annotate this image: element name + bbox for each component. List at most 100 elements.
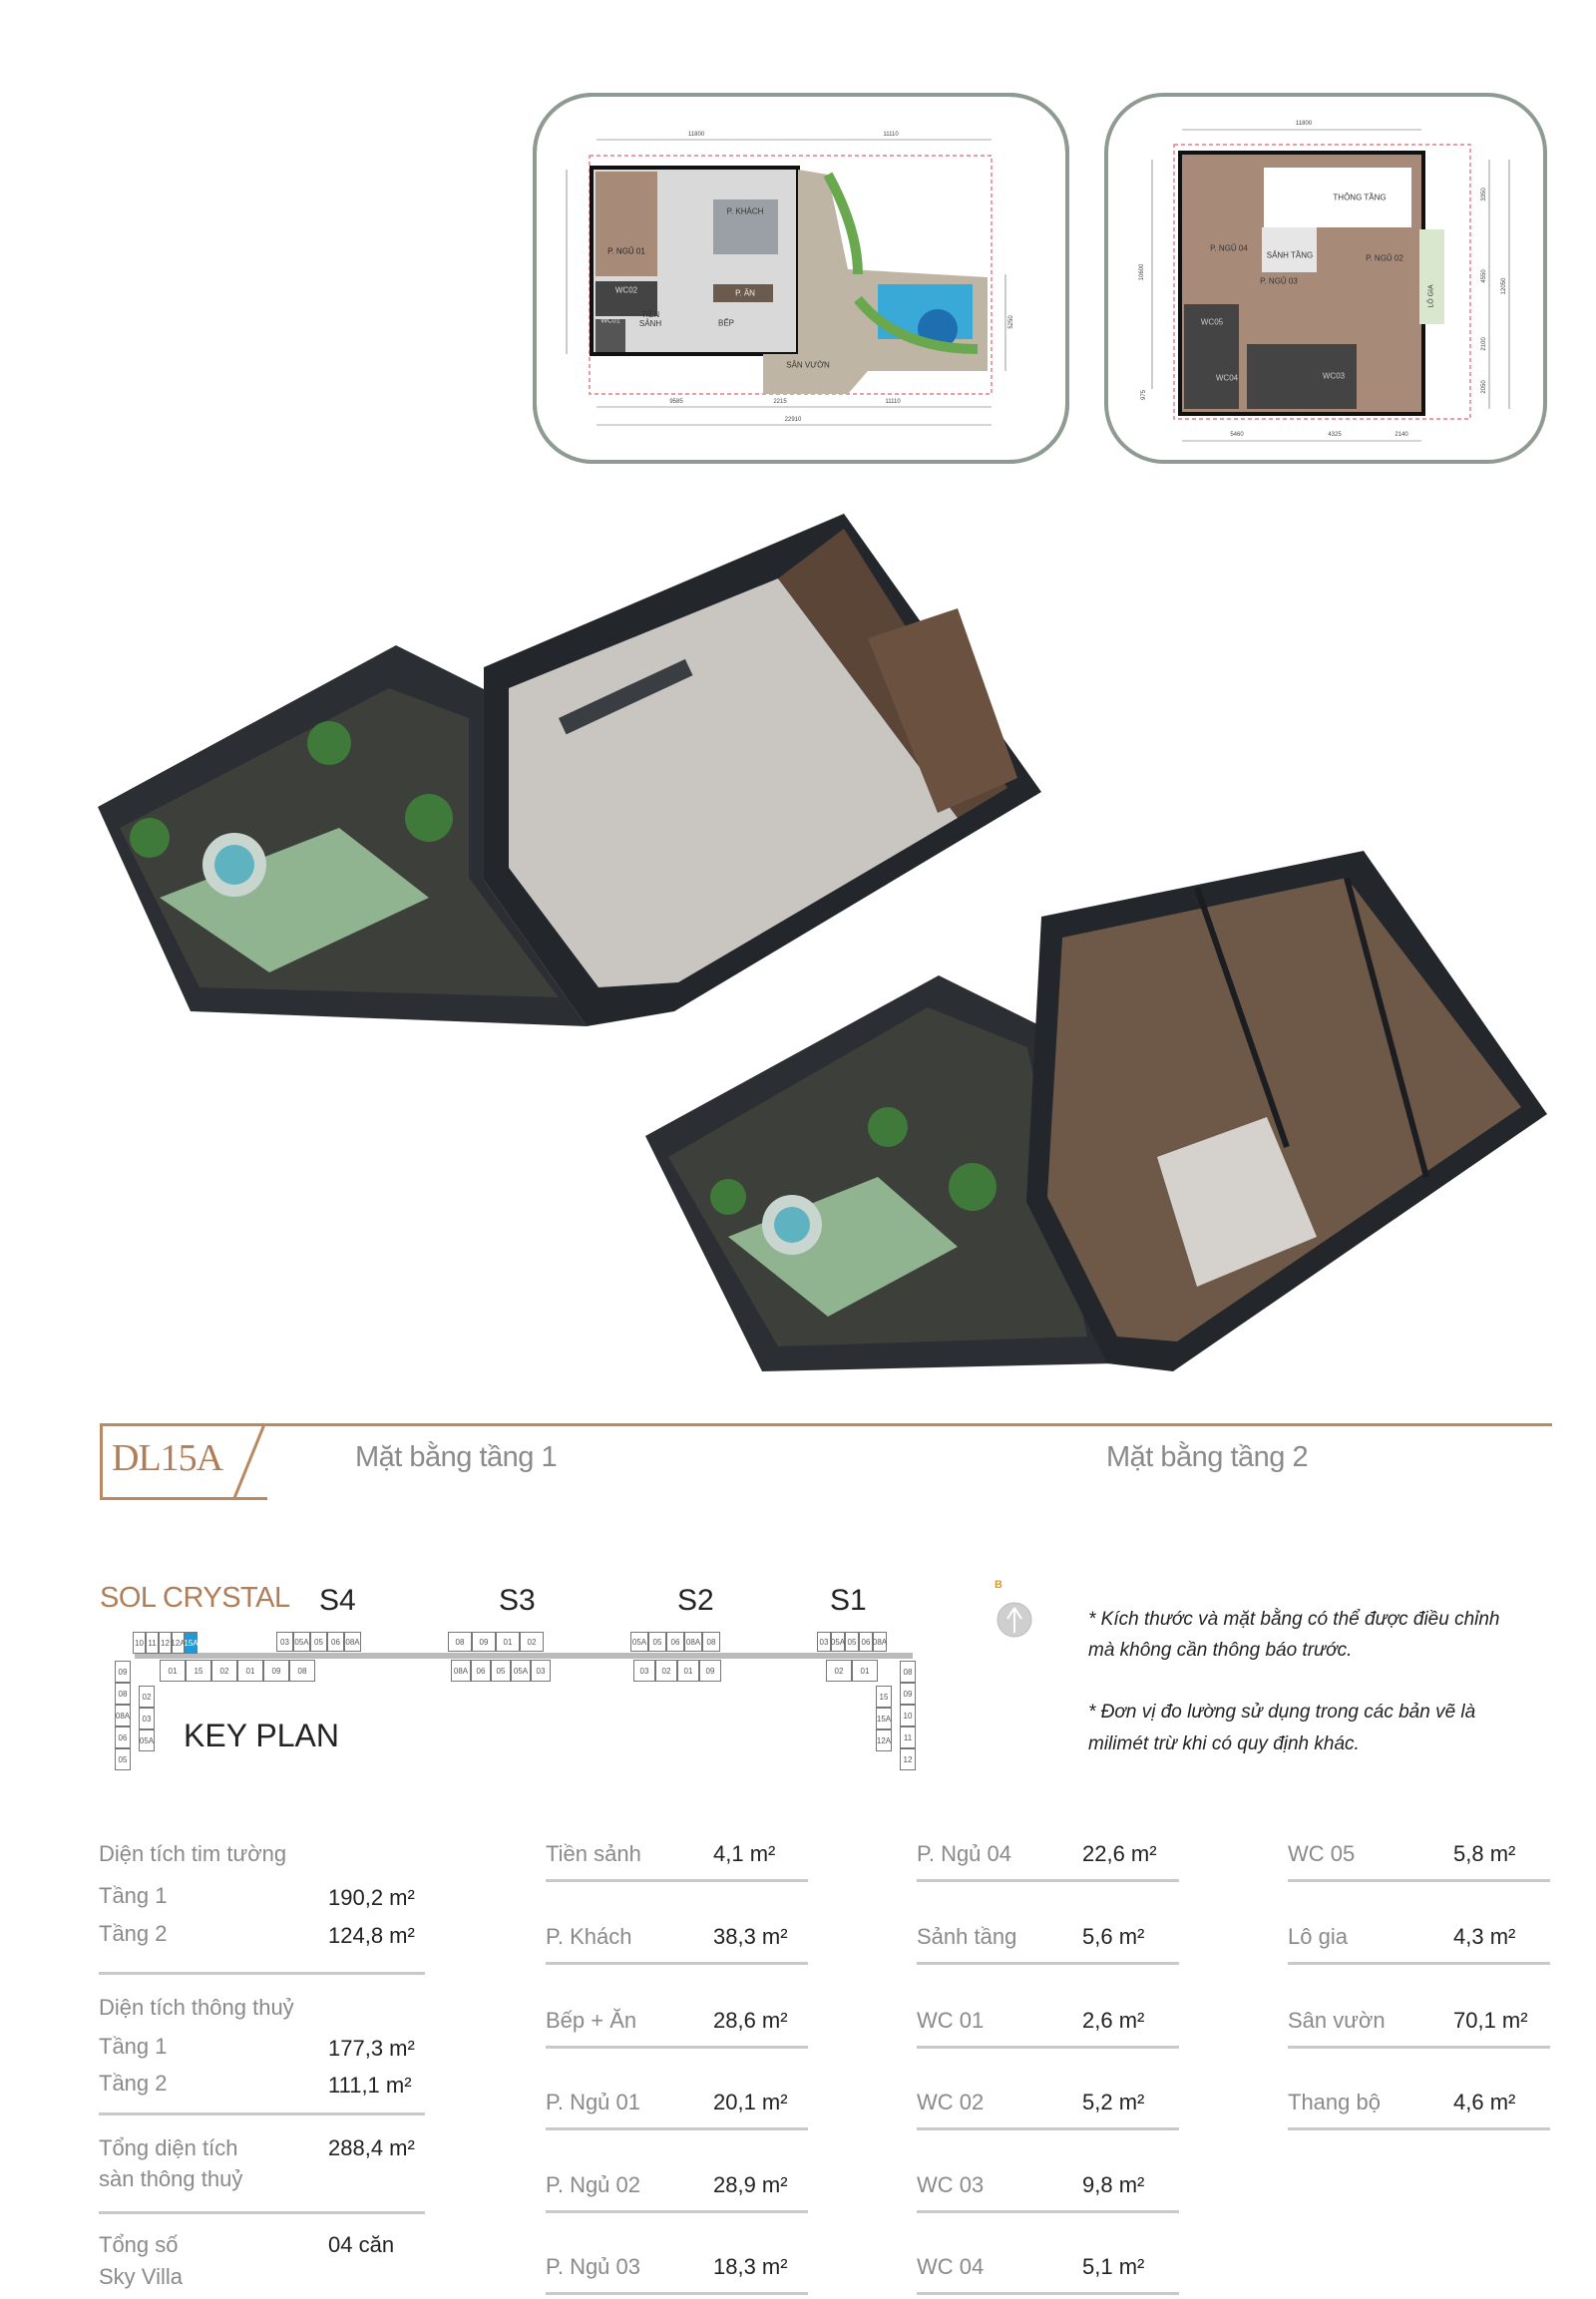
room-area-value: 20,1 m² <box>713 2090 788 2114</box>
room-area-value: 5,8 m² <box>1453 1841 1516 1866</box>
key-plan-unit: 08A <box>344 1632 361 1652</box>
section-s2: S2 <box>677 1584 714 1617</box>
floor1-title: Mặt bằng tầng 1 <box>355 1441 558 1473</box>
key-plan-unit: 05 <box>310 1632 327 1652</box>
floor2-3d-render <box>645 851 1547 1371</box>
key-plan-unit: 02 <box>139 1686 155 1708</box>
divider <box>1288 2046 1550 2049</box>
key-plan-unit: 08A <box>451 1660 471 1682</box>
room-area-value: 22,6 m² <box>1082 1841 1157 1866</box>
dim-label: 11800 <box>1295 121 1313 127</box>
room-area-label: P. Ngủ 01 <box>546 2090 641 2114</box>
key-plan-unit: 06 <box>471 1660 491 1682</box>
divider <box>99 2211 425 2214</box>
divider <box>546 1879 808 1882</box>
key-plan-title: KEY PLAN <box>184 1718 339 1753</box>
key-plan-unit: 01 <box>496 1632 520 1652</box>
key-plan-unit: 06 <box>666 1632 684 1652</box>
key-plan-unit: 08 <box>289 1660 315 1682</box>
compass-label: B <box>995 1579 1002 1591</box>
section-s3: S3 <box>499 1584 536 1617</box>
key-plan-unit: 12 <box>900 1748 916 1770</box>
unit-code: DL15A <box>112 1437 223 1479</box>
room-area-value: 5,1 m² <box>1082 2254 1145 2279</box>
floor1-plan <box>566 139 1006 426</box>
room-area-label: P. Ngủ 04 <box>917 1841 1012 1866</box>
dim-label: 5250 <box>1008 315 1014 329</box>
key-plan-unit: 05A <box>293 1632 310 1652</box>
net-area-floor1-label: Tầng 1 <box>99 2034 168 2059</box>
divider <box>917 2046 1179 2049</box>
room-area-label: Thang bộ <box>1288 2090 1381 2114</box>
key-plan-unit: 10 <box>900 1705 916 1726</box>
room-label-dining: P. ĂN <box>735 288 755 298</box>
room-area-value: 5,2 m² <box>1082 2090 1145 2114</box>
room-label-wc01: WC01 <box>600 317 620 325</box>
3d-renders <box>98 514 1547 1371</box>
floor1-plan-frame-outline <box>533 93 1069 464</box>
key-plan-unit: 11 <box>146 1632 159 1654</box>
divider <box>917 2210 1179 2213</box>
divider <box>99 2112 425 2115</box>
room-area-value: 4,1 m² <box>713 1841 776 1866</box>
key-plan-unit: 08 <box>115 1683 131 1705</box>
dim-label: 2100 <box>1481 337 1487 351</box>
total-net-value: 288,4 m² <box>328 2135 415 2160</box>
net-area-floor2-label: Tầng 2 <box>99 2071 168 2096</box>
key-plan-unit: 08A <box>873 1632 887 1652</box>
key-plan-unit: 06 <box>327 1632 344 1652</box>
note-line: * Đơn vị đo lường sử dụng trong các bản … <box>1088 1702 1476 1723</box>
divider <box>917 2127 1179 2130</box>
room-area-label: P. Ngủ 03 <box>546 2254 641 2279</box>
key-plan-unit: 03 <box>817 1632 831 1652</box>
key-plan-unit: 12A <box>876 1729 892 1751</box>
key-plan-unit: 15 <box>876 1686 892 1708</box>
key-plan-unit: 09 <box>263 1660 289 1682</box>
room-area-value: 5,6 m² <box>1082 1924 1145 1949</box>
room-area-label: WC 02 <box>917 2090 985 2114</box>
key-plan-unit: 05 <box>491 1660 511 1682</box>
room-label-bed03: P. NGỦ 03 <box>1260 276 1298 286</box>
wall-area-floor1-label: Tầng 1 <box>99 1883 168 1908</box>
room-area-label: Lô gia <box>1288 1924 1348 1949</box>
key-plan-unit: 05A <box>831 1632 845 1652</box>
key-plan-unit: 05 <box>115 1748 131 1770</box>
divider <box>1288 2127 1550 2130</box>
room-area-label: Tiền sảnh <box>546 1841 641 1866</box>
compass-north-icon <box>997 1602 1032 1638</box>
room-area-value: 2,6 m² <box>1082 2008 1145 2033</box>
key-plan-unit: 05A <box>630 1632 648 1652</box>
villa-count-label: Tổng số <box>99 2232 179 2257</box>
room-label-garden: SÂN VƯỜN <box>786 360 830 370</box>
room-area-label: WC 03 <box>917 2172 985 2197</box>
divider <box>917 1962 1179 1965</box>
key-plan-unit: 01 <box>160 1660 186 1682</box>
divider <box>917 1879 1179 1882</box>
room-label-living: P. KHÁCH <box>726 206 764 216</box>
key-plan-unit: 15 <box>186 1660 211 1682</box>
room-area-value: 38,3 m² <box>713 1924 788 1949</box>
room-area-label: P. Ngủ 02 <box>546 2172 641 2197</box>
room-label-bed01: P. NGỦ 01 <box>607 246 645 256</box>
key-plan-unit: 02 <box>211 1660 237 1682</box>
divider <box>546 2210 808 2213</box>
divider <box>1288 1879 1550 1882</box>
divider <box>99 1972 425 1975</box>
unit-code-box <box>100 1424 267 1500</box>
divider <box>546 1962 808 1965</box>
wall-area-floor2-label: Tầng 2 <box>99 1921 168 1946</box>
room-area-label: Bếp + Ăn <box>546 2008 637 2033</box>
room-area-value: 70,1 m² <box>1453 2008 1528 2033</box>
note-line: * Kích thước và mặt bằng có thể được điề… <box>1088 1609 1500 1630</box>
key-plan-unit: 15A <box>876 1708 892 1729</box>
room-label-bed02: P. NGỦ 02 <box>1366 253 1403 263</box>
key-plan-corridor <box>135 1653 913 1659</box>
dim-label: 2215 <box>773 399 787 405</box>
key-plan-unit: 05A <box>139 1729 155 1751</box>
key-plan-unit: 01 <box>237 1660 263 1682</box>
dim-label: 5460 <box>1230 432 1244 438</box>
key-plan-unit: 09 <box>472 1632 496 1652</box>
brand-label: SOL CRYSTAL <box>100 1582 290 1614</box>
section-s1: S1 <box>830 1584 867 1617</box>
key-plan-unit: 12A <box>171 1632 186 1654</box>
